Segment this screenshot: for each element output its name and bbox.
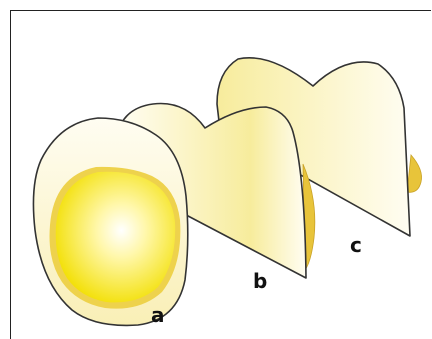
label-a: a	[151, 303, 165, 327]
label-b: b	[253, 269, 267, 293]
section-a-pulp	[56, 172, 175, 303]
label-c: c	[350, 233, 362, 257]
section-a	[33, 118, 187, 325]
section-c-pulp-edge	[407, 155, 422, 192]
